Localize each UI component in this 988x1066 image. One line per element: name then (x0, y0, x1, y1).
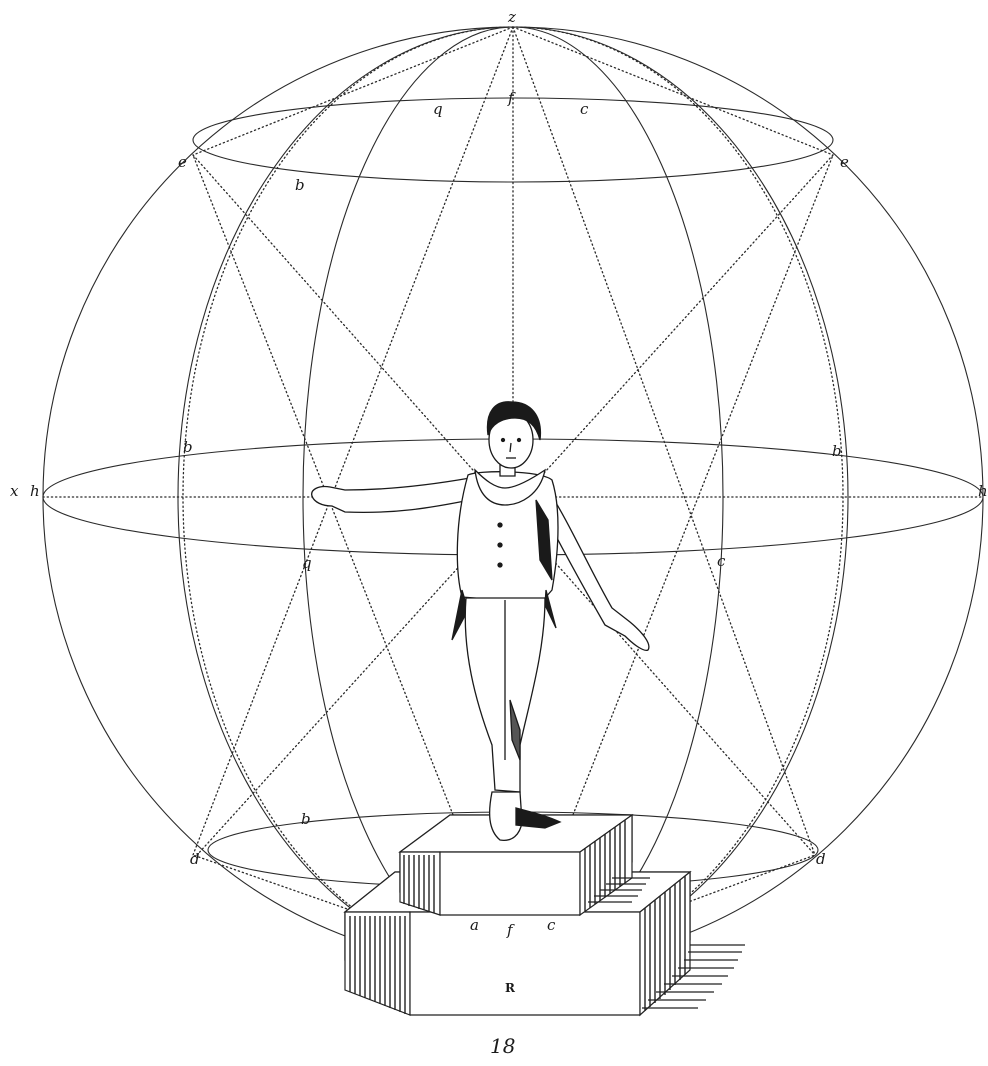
label-d-left: d (190, 850, 200, 868)
label-b-lower: b (301, 810, 311, 828)
label-b-right: b (832, 442, 842, 460)
figure-number: 18 (490, 1034, 515, 1058)
label-R: R (505, 981, 516, 995)
z-to-e-left (193, 27, 513, 155)
z-to-d-right (513, 27, 815, 855)
label-h-right: h (978, 482, 988, 500)
label-d-right: d (816, 850, 826, 868)
label-e-left: e (178, 153, 187, 171)
z-to-d-left (193, 27, 513, 855)
label-b-upper-left: b (295, 176, 305, 194)
label-h: h (30, 482, 40, 500)
label-b-left: b (183, 438, 193, 456)
label-a-bottom: a (470, 916, 479, 934)
label-c-bottom: c (547, 916, 556, 934)
label-q-mid: q (302, 554, 312, 572)
label-e-right: e (840, 153, 849, 171)
pedestal (345, 815, 745, 1015)
label-c-mid: c (717, 552, 726, 570)
label-z: z (507, 8, 516, 26)
z-to-e-right (513, 27, 833, 155)
label-x: x (10, 482, 19, 500)
label-c-top: c (580, 100, 589, 118)
label-q-top: q (433, 100, 443, 118)
human-figure (312, 402, 649, 841)
